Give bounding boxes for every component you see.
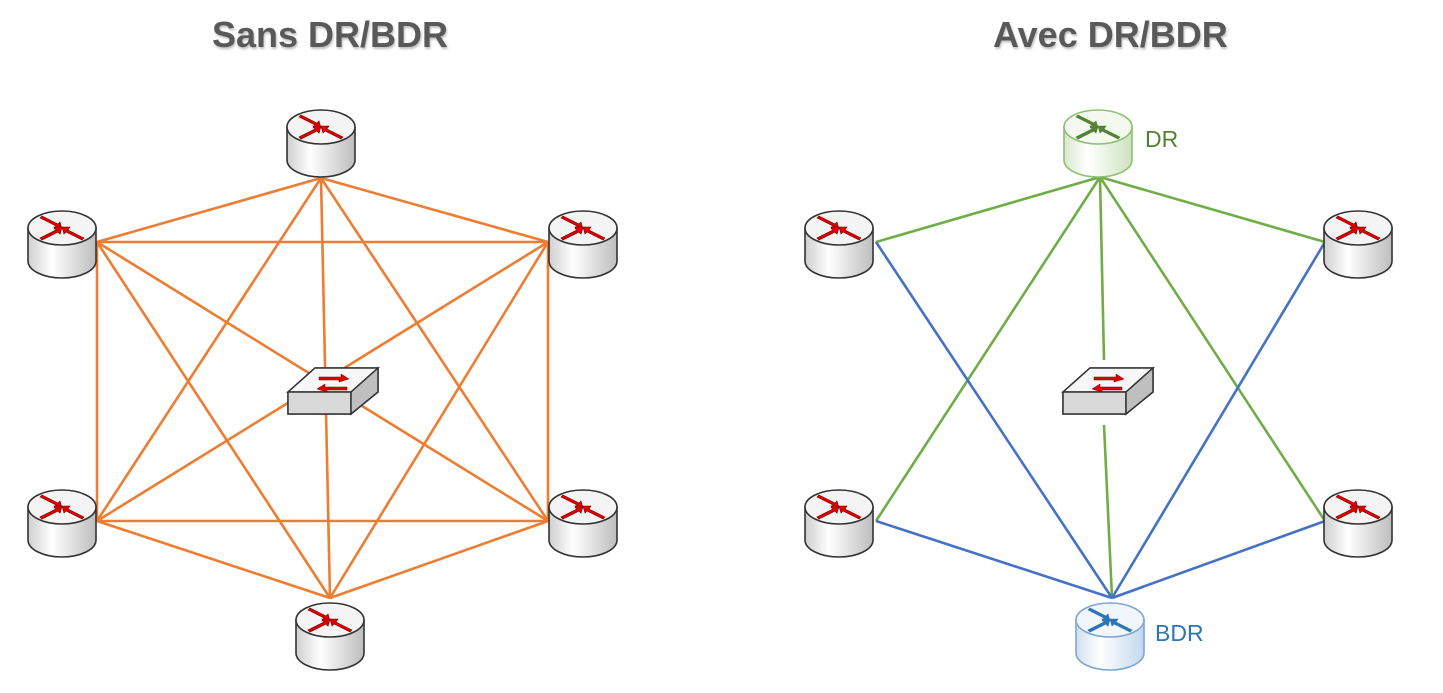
router-lower-right-right-diagram: [1323, 489, 1393, 558]
dr-router: [1063, 109, 1133, 178]
dr-link: [874, 176, 1102, 522]
router-icon: [298, 114, 344, 140]
dr-link: [875, 175, 1101, 244]
router-icon: [816, 494, 862, 520]
link-line: [319, 177, 550, 522]
bdr-router: [1075, 602, 1145, 671]
router-upper-left: [27, 210, 97, 279]
dr-label: DR: [1145, 126, 1178, 152]
router-upper-right: [548, 210, 618, 279]
router-icon: [307, 607, 353, 633]
router-bottom-left-diagram: [295, 602, 365, 671]
links-with-dr-bdr: [874, 175, 1327, 600]
link-line: [96, 176, 322, 244]
switch-right-diagram: [1061, 366, 1155, 416]
link-line: [320, 176, 549, 244]
link-line: [328, 241, 550, 599]
router-icon: [1075, 114, 1121, 140]
router-icon: [39, 494, 85, 520]
router-icon: [1335, 215, 1381, 241]
dr-link: [1099, 175, 1326, 244]
devices: [27, 109, 1393, 671]
dr-link: [1098, 176, 1106, 361]
switch-icon: [1091, 373, 1125, 393]
link-line: [95, 241, 332, 599]
link-line: [329, 519, 549, 600]
router-upper-right-right-diagram: [1323, 210, 1393, 279]
router-lower-right: [548, 489, 618, 558]
dr-link: [1098, 176, 1327, 522]
dr-link: [1102, 424, 1114, 599]
bdr-link: [875, 519, 1113, 600]
router-top-left-diagram: [286, 109, 356, 178]
bdr-link: [1110, 241, 1327, 599]
switch-left-diagram: [286, 366, 380, 416]
switch-icon: [316, 373, 350, 393]
title-with-dr-bdr: Avec DR/BDR: [993, 14, 1228, 55]
router-upper-left-right-diagram: [804, 210, 874, 279]
router-icon: [39, 215, 85, 241]
title-without-dr-bdr: Sans DR/BDR: [212, 14, 449, 55]
router-lower-left-right-diagram: [804, 489, 874, 558]
router-icon: [560, 494, 606, 520]
bdr-label: BDR: [1155, 620, 1204, 646]
router-lower-left: [27, 489, 97, 558]
router-icon: [816, 215, 862, 241]
router-icon: [1335, 494, 1381, 520]
bdr-link: [874, 241, 1114, 599]
router-icon: [1087, 607, 1133, 633]
link-line: [96, 519, 331, 600]
bdr-link: [1111, 519, 1326, 600]
router-icon: [560, 215, 606, 241]
link-line: [95, 177, 323, 522]
